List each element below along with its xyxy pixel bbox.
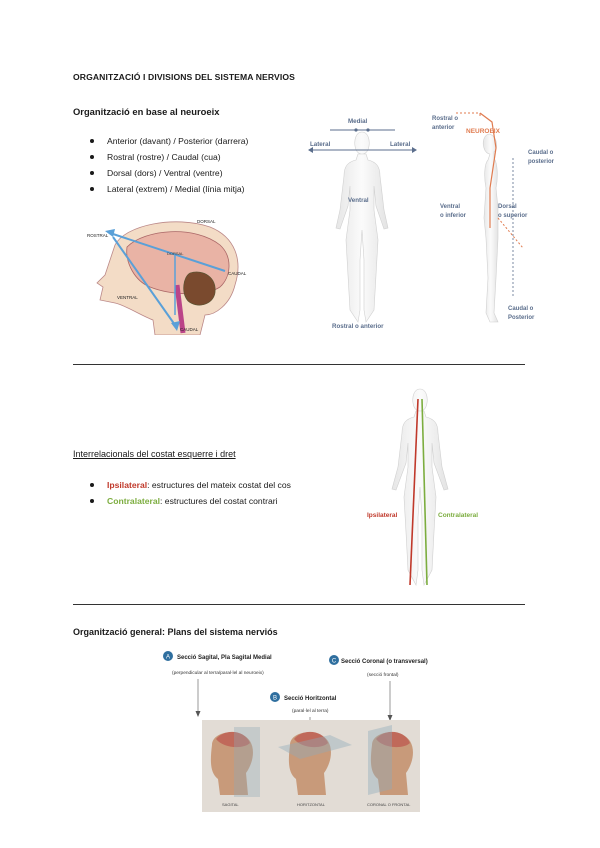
brain-label-caudal: CAUDAL [228,271,247,276]
contralateral-term: Contralateral [107,496,161,506]
plane-a-name: Secció Sagital, Pla Sagital Medial [177,655,272,661]
section-heading-planes: Organització general: Plans del sistema … [73,627,278,637]
contralateral-definition: : estructures del costat contrari [160,496,278,506]
figure-label-contralateral: Contralateral [438,512,478,519]
side-label-neuroeix: NEUROEIX [466,128,501,135]
lateral-bullet-list: Ipsilateral: estructures del mateix cost… [86,477,291,509]
plane-c-badge: C [332,659,337,665]
side-label-caudal-1: Caudal o [528,150,554,156]
list-item: Lateral (extrem) / Medial (línia mitja) [86,181,248,197]
page-title: ORGANITZACIÓ I DIVISIONS DEL SISTEMA NER… [73,72,295,82]
side-label-caudal-bottom-1: Caudal o [508,306,534,312]
ipsilateral-term: Ipsilateral [107,480,148,490]
front-label-ventral: Ventral [348,197,369,204]
section-heading-neuroeix: Organització en base al neuroeix [73,106,220,117]
front-label-bottom: Rostral o anterior [332,323,384,330]
side-label-dorsal-2: o superior [498,213,528,219]
list-item: Dorsal (dors) / Ventral (ventre) [86,165,248,181]
plane-a-badge: A [166,655,170,661]
brain-label-ventral: VENTRAL [117,295,138,300]
brain-label-caudal-bottom: CAUDAL [180,327,199,332]
caption-sagittal: SAGITAL [222,802,239,807]
list-item: Anterior (davant) / Posterior (darrera) [86,133,248,149]
front-label-lateral-left: Lateral [310,141,331,148]
ipsilateral-definition: : estructures del mateix costat del cos [147,480,291,490]
plane-b-name: Secció Horitzontal [284,696,337,702]
list-item: Rostral (rostre) / Caudal (cua) [86,149,248,165]
divider-1 [73,364,525,365]
section-heading-lateral: Interrelacionals del costat esquerre i d… [73,449,236,459]
divider-2 [73,604,525,605]
front-label-medial: Medial [348,118,368,125]
side-label-ventral-1: Ventral [440,204,460,210]
plane-c-name: Secció Coronal (o transversal) [341,659,428,665]
side-label-rostral-1: Rostral o [432,116,458,122]
side-label-caudal-2: posterior [528,159,555,165]
list-item: Ipsilateral: estructures del mateix cost… [86,477,291,493]
ipsi-contra-figure: Ipsilateral Contralateral [367,388,478,586]
list-item: Contralateral: estructures del costat co… [86,493,291,509]
brain-planes-figure: A Secció Sagital, Pla Sagital Medial (pe… [163,651,428,812]
sagittal-head-icon [210,727,260,797]
neuroeix-bullet-list: Anterior (davant) / Posterior (darrera) … [86,133,248,197]
caption-horizontal: HORITZONTAL [297,802,326,807]
caption-coronal: CORONAL O FRONTAL [367,802,411,807]
side-body-figure: Rostral o anterior NEUROEIX Caudal o pos… [432,112,555,323]
horizontal-head-icon [278,731,352,795]
side-label-rostral-2: anterior [432,125,455,131]
coronal-head-icon [368,725,413,795]
plane-c-sub: (secció frontal) [367,672,399,678]
plane-a-sub: (perpendicular al terra/paral·lel al neu… [172,670,264,676]
brain-label-rostral: ROSTRAL [87,233,109,238]
side-label-caudal-bottom-2: Posterior [508,315,535,321]
brain-label-dorsal: DORSAL [197,219,216,224]
plane-b-badge: B [273,696,277,702]
plane-b-sub: (paral·lel al terra) [292,708,329,714]
brain-label-dorsal-alt: DORSAL [167,251,184,256]
front-body-figure: Medial Lateral Lateral Ventral Rostral o… [308,118,417,330]
side-label-dorsal-1: Dorsal [498,204,517,210]
front-label-lateral-right: Lateral [390,141,411,148]
figure-label-ipsilateral: Ipsilateral [367,512,398,519]
side-label-ventral-2: o inferior [440,213,467,219]
brain-head-diagram: ROSTRAL DORSAL CAUDAL VENTRAL DORSAL CAU… [87,219,247,335]
